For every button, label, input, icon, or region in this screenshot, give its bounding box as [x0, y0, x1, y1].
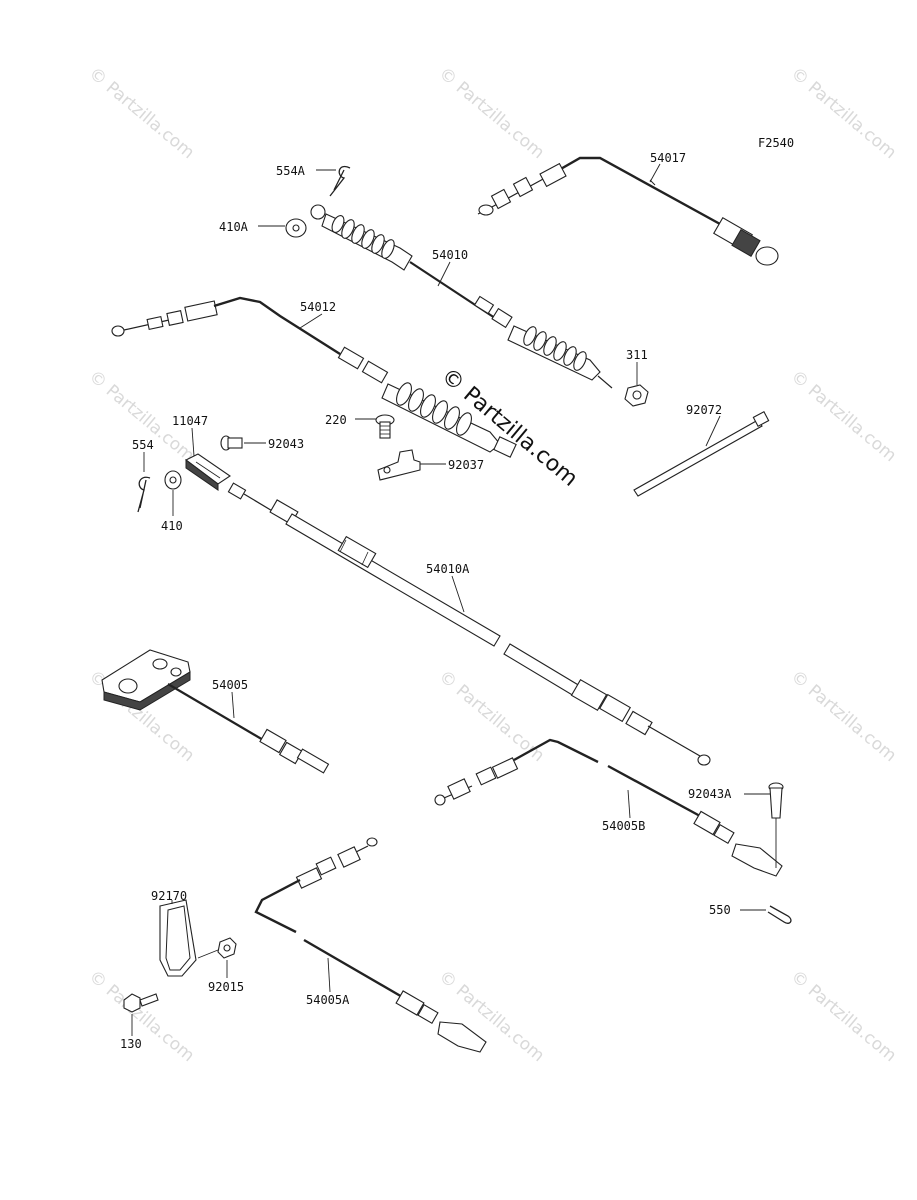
label-550: 550 — [709, 903, 731, 917]
clip-554A — [329, 165, 351, 197]
cable-54010 — [310, 204, 613, 389]
watermark: © Partzilla.com — [435, 967, 548, 1067]
label-54005A: 54005A — [306, 993, 350, 1007]
cable-54005B — [434, 738, 783, 877]
watermark-group: © Partzilla.com © Partzilla.com © Partzi… — [85, 64, 900, 1067]
nut-92015 — [217, 937, 237, 959]
pin-92043 — [220, 435, 243, 451]
clamp-92037 — [377, 449, 421, 481]
label-92015: 92015 — [208, 980, 244, 994]
label-92043: 92043 — [268, 437, 304, 451]
label-54010A: 54010A — [426, 562, 470, 576]
cotter-pin-550 — [767, 905, 792, 924]
label-410: 410 — [161, 519, 183, 533]
cable-54017 — [477, 156, 779, 266]
watermark: © Partzilla.com — [787, 367, 900, 467]
bolt-130 — [123, 993, 159, 1013]
cable-54005 — [101, 649, 330, 774]
watermark: © Partzilla.com — [787, 967, 900, 1067]
pin-92043A — [768, 782, 784, 868]
label-54005B: 54005B — [602, 819, 645, 833]
label-54012: 54012 — [300, 300, 336, 314]
label-92037: 92037 — [448, 458, 484, 472]
label-311: 311 — [626, 348, 648, 362]
label-54005: 54005 — [212, 678, 248, 692]
part-labels: 554A 410A 54017 54010 54012 311 220 1104… — [120, 151, 732, 1051]
tie-92072 — [633, 411, 770, 497]
label-554: 554 — [132, 438, 154, 452]
bellows-54012 — [396, 382, 472, 436]
label-11047: 11047 — [172, 414, 208, 428]
watermark: © Partzilla.com — [85, 64, 198, 164]
bracket-11047 — [184, 453, 231, 491]
bellows-upper — [331, 215, 395, 259]
cable-54012 — [111, 296, 517, 458]
watermark: © Partzilla.com — [787, 64, 900, 164]
cable-54010A — [227, 482, 711, 766]
label-410A: 410A — [219, 220, 249, 234]
label-554A: 554A — [276, 164, 306, 178]
label-92072: 92072 — [686, 403, 722, 417]
bellows-lower — [523, 326, 587, 371]
watermark: © Partzilla.com — [85, 967, 198, 1067]
figure-code: F2540 — [758, 136, 794, 150]
watermark: © Partzilla.com — [787, 667, 900, 767]
watermark: © Partzilla.com — [435, 64, 548, 164]
label-54017: 54017 — [650, 151, 686, 165]
cable-54005A — [254, 837, 487, 1053]
label-92170: 92170 — [151, 889, 187, 903]
leader-lines — [131, 163, 770, 1036]
clip-554 — [137, 476, 151, 513]
label-54010: 54010 — [432, 248, 468, 262]
label-92043A: 92043A — [688, 787, 732, 801]
bolt-220 — [375, 414, 395, 439]
guide-92170 — [159, 899, 197, 977]
label-130: 130 — [120, 1037, 142, 1051]
label-220: 220 — [325, 413, 347, 427]
